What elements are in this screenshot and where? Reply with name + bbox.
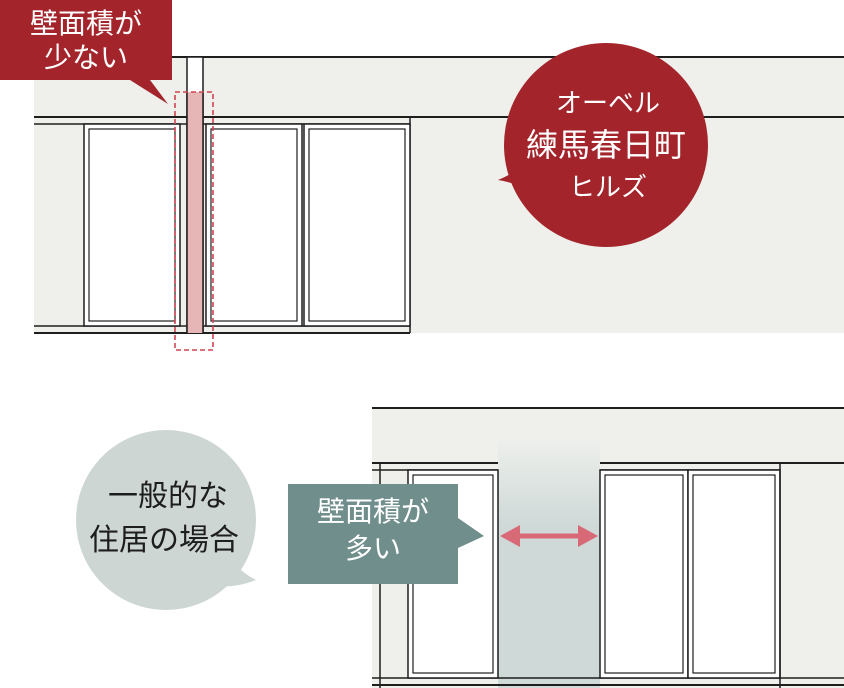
wall-width-arrow [500,525,598,547]
wide-wall-section [498,437,600,688]
building-name-line-3: ヒルズ [569,173,647,203]
building-name-line-1: オーベル [556,89,660,119]
general-residence-line-2: 住居の場合 [89,523,239,558]
large-wall-callout: 壁面積が 多い [288,484,484,584]
narrow-wall-dashed-outline [174,91,214,351]
large-wall-callout-line-1: 壁面積が [317,495,429,528]
general-residence-line-1: 一般的な [108,479,228,514]
bottom-wall-band [372,408,844,463]
small-wall-callout: 壁面積が 少ない [0,0,172,104]
building-name-bubble: オーベル 練馬春日町 ヒルズ [498,43,708,247]
small-wall-callout-line-2: 少ない [44,41,128,74]
top-facade [34,56,844,351]
narrow-wall-highlight [187,92,203,333]
general-residence-bubble: 一般的な 住居の場合 [76,430,256,610]
small-wall-callout-line-1: 壁面積が [30,7,142,40]
large-wall-callout-line-2: 多い [345,532,401,565]
building-name-line-2: 練馬春日町 [526,126,686,164]
